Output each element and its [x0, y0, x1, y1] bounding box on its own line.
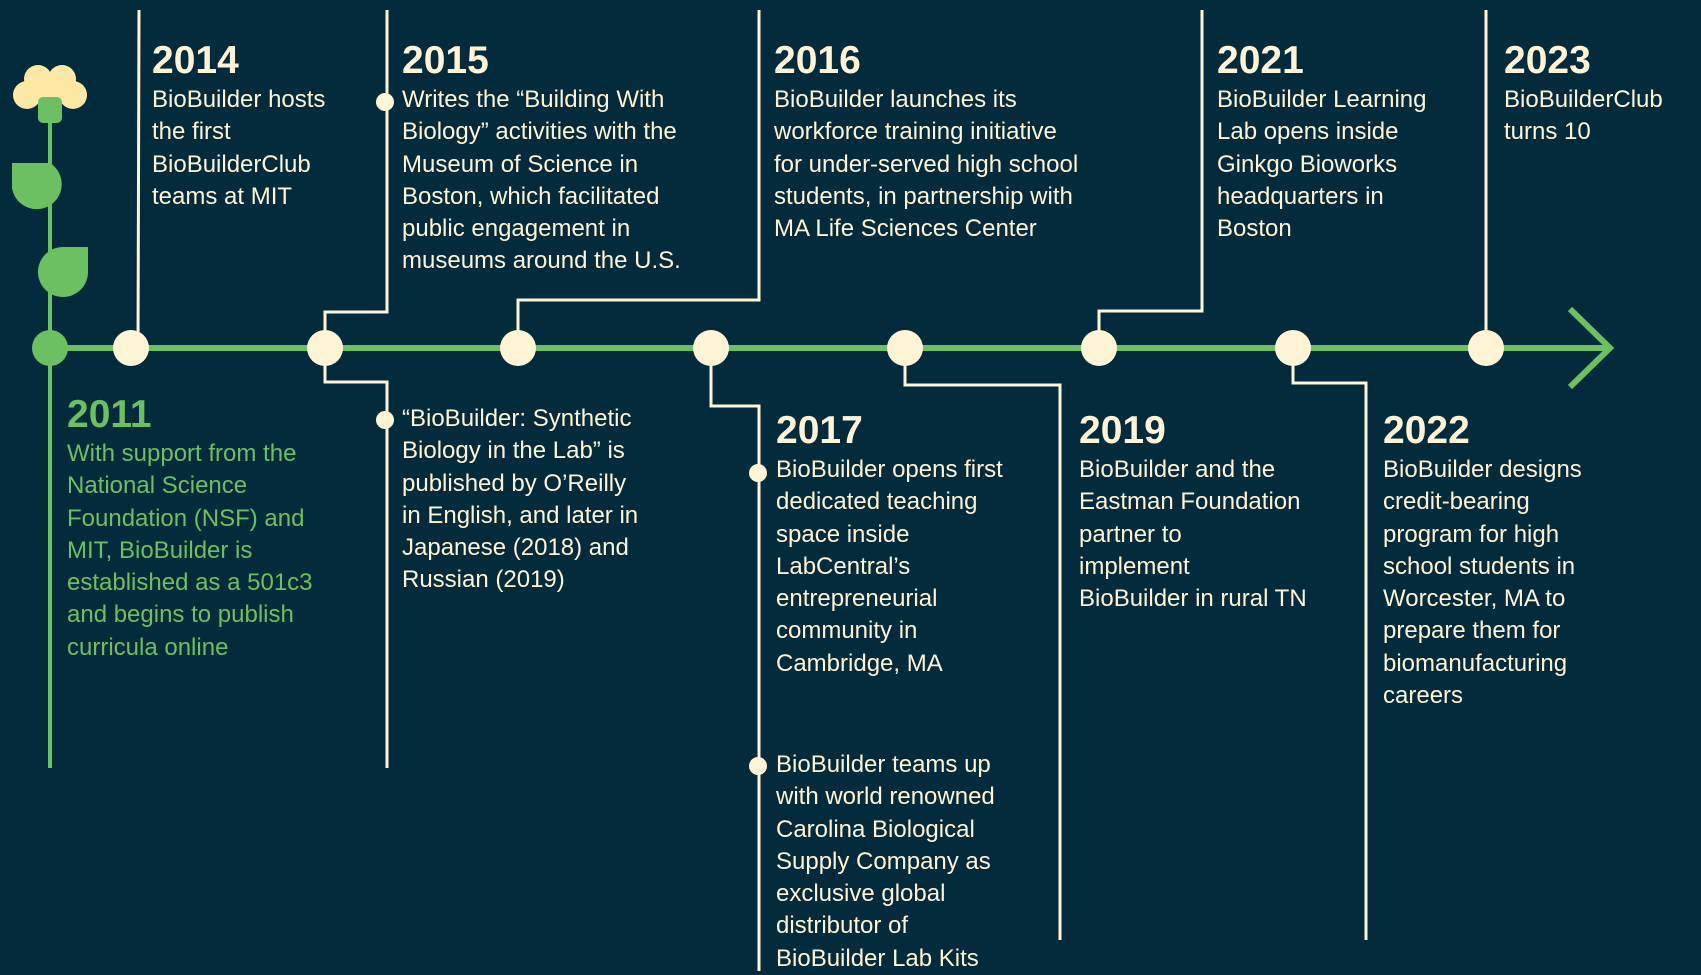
bullet-dot — [376, 93, 394, 111]
event-description: BioBuilderClub turns 10 — [1504, 86, 1663, 146]
timeline-node-2015 — [307, 330, 343, 366]
event-2015: 2015 Writes the “Building With Biology” … — [402, 40, 752, 278]
event-2023: 2023 BioBuilderClub turns 10 — [1504, 40, 1699, 149]
event-description: BioBuilder designs credit-bearing progra… — [1383, 456, 1582, 710]
event-description: BioBuilder opens first dedicated teachin… — [776, 456, 1003, 677]
timeline-node-2017 — [693, 330, 729, 366]
event-2017: 2017 BioBuilder opens first dedicated te… — [776, 410, 1056, 680]
event-2021: 2021 BioBuilder Learning Lab opens insid… — [1217, 40, 1477, 245]
event-year: 2023 — [1504, 39, 1591, 82]
bullet-dot — [749, 464, 767, 482]
bullet-dot — [376, 411, 394, 429]
event-description: BioBuilder hosts the first BioBuilderClu… — [152, 86, 326, 210]
flower-icon — [13, 65, 87, 123]
bullet-dot — [749, 757, 767, 775]
event-year: 2014 — [152, 39, 239, 82]
timeline-node-2019 — [887, 330, 923, 366]
arrowhead-icon — [1567, 306, 1615, 390]
event-year: 2011 — [67, 393, 152, 436]
connector-2017 — [709, 348, 761, 971]
event-2019: 2019 BioBuilder and the Eastman Foundati… — [1079, 410, 1359, 615]
event-description: BioBuilder and the Eastman Foundation pa… — [1079, 456, 1307, 613]
leaf-icon — [38, 247, 88, 297]
event-2014: 2014 BioBuilder hosts the first BioBuild… — [152, 40, 372, 213]
event-2022: 2022 BioBuilder designs credit-bearing p… — [1383, 410, 1683, 712]
leaf-icon — [12, 163, 62, 210]
connector-2014 — [136, 9, 141, 349]
connector-2016 — [516, 10, 761, 348]
timeline-node-2022 — [1275, 330, 1311, 366]
event-2015-note: “BioBuilder: Synthetic Biology in the La… — [402, 405, 639, 594]
timeline-node-2021 — [1081, 330, 1117, 366]
event-description: BioBuilder launches its workforce traini… — [774, 86, 1079, 243]
timeline-node-2016 — [500, 330, 536, 366]
timeline-node-2011 — [32, 330, 68, 366]
event-year: 2016 — [774, 39, 861, 82]
event-year: 2022 — [1383, 409, 1470, 452]
event-year: 2015 — [402, 39, 489, 82]
timeline-node-2023 — [1468, 330, 1504, 366]
connector-2019 — [903, 348, 1062, 940]
event-2017-note: BioBuilder teams up with world renowned … — [776, 751, 995, 972]
event-year: 2017 — [776, 409, 863, 452]
connector-2021 — [1097, 10, 1204, 348]
event-2011: 2011 With support from the National Scie… — [67, 394, 367, 664]
event-description: With support from the National Science F… — [67, 440, 313, 661]
event-year: 2021 — [1217, 39, 1304, 82]
event-year: 2019 — [1079, 409, 1166, 452]
event-2016: 2016 BioBuilder launches its workforce t… — [774, 40, 1154, 245]
timeline-node-2014 — [113, 330, 149, 366]
event-description: Writes the “Building With Biology” activ… — [402, 86, 681, 275]
event-description: BioBuilder Learning Lab opens inside Gin… — [1217, 86, 1427, 243]
